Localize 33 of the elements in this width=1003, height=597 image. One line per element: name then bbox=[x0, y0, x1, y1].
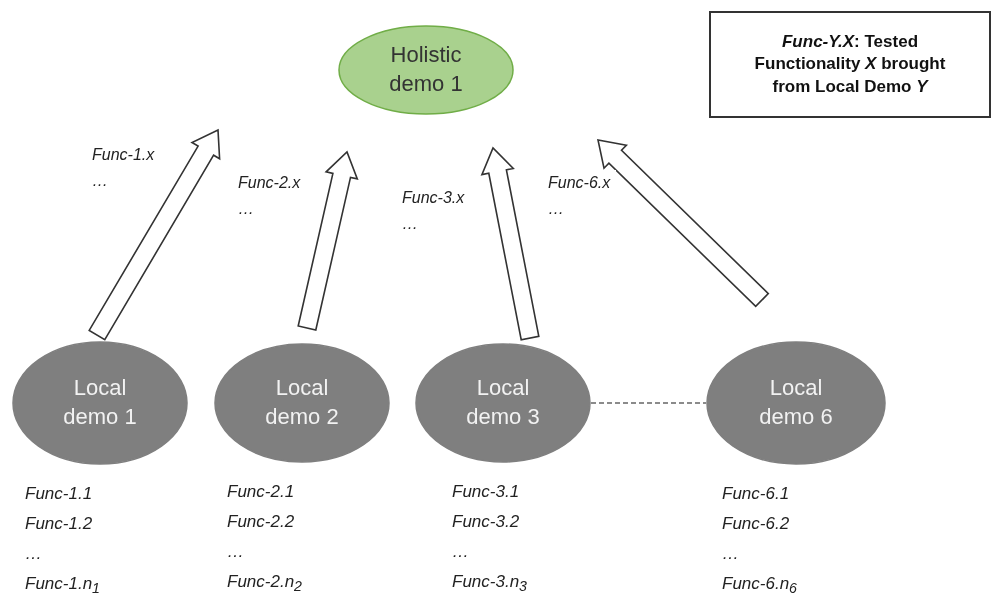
function-label: … bbox=[25, 543, 43, 565]
local-demo-ellipse bbox=[706, 341, 886, 465]
function-label: Func-6.1 bbox=[722, 483, 791, 505]
local-demo-ellipse bbox=[415, 343, 591, 463]
function-label: Func-3.2 bbox=[452, 511, 521, 533]
block-arrow bbox=[480, 146, 540, 341]
function-label: … bbox=[722, 543, 740, 565]
function-label: Func-1.2 bbox=[25, 513, 94, 535]
function-label: … bbox=[227, 541, 245, 563]
function-label: Func-2.n$_{2}$ bbox=[227, 571, 302, 597]
node-label: Local demo 2 bbox=[264, 374, 340, 431]
dashed-line bbox=[590, 402, 707, 404]
node-label: Local demo 3 bbox=[465, 374, 541, 431]
legend-box bbox=[709, 11, 991, 118]
local-demo-ellipse bbox=[214, 343, 390, 463]
legend-text: Func-Y.X: Tested Functionality X brought from Local Demo Y bbox=[753, 31, 947, 98]
block-arrow bbox=[297, 150, 359, 331]
block-arrow bbox=[88, 128, 221, 341]
function-label: Func-1.1 bbox=[25, 483, 94, 505]
node-label: Local demo 6 bbox=[758, 374, 834, 431]
local-demo-ellipse bbox=[12, 341, 188, 465]
node-label: Local demo 1 bbox=[62, 374, 138, 431]
function-label: Func-6.2 bbox=[722, 513, 791, 535]
block-arrow bbox=[596, 139, 770, 308]
node-label: Holistic demo 1 bbox=[388, 41, 464, 98]
function-label: Func-2.1 bbox=[227, 481, 296, 503]
function-label: Func-6.n$_{6}$ bbox=[722, 573, 797, 597]
function-label: Func-1.n$_{1}$ bbox=[25, 573, 100, 597]
holistic-demo-ellipse bbox=[338, 25, 514, 115]
function-label: … bbox=[452, 541, 470, 563]
function-label: Func-2.2 bbox=[227, 511, 296, 533]
function-label: Func-3.n$_{3}$ bbox=[452, 571, 527, 597]
function-label: Func-3.1 bbox=[452, 481, 521, 503]
